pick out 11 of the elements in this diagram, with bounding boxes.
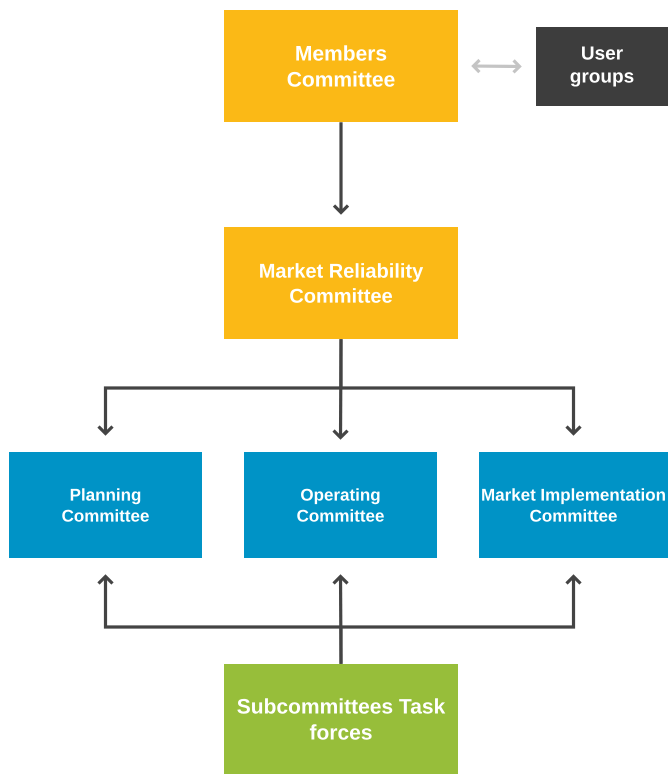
committee-box: Members Committee: [224, 10, 458, 122]
arrow: [339, 574, 582, 664]
committee-box: Planning Committee: [9, 452, 202, 558]
committee-box: Market Reliability Committee: [224, 227, 458, 339]
committee-box: Market Implementation Committee: [479, 452, 668, 558]
committee-box: Operating Committee: [244, 452, 437, 558]
arrow: [339, 339, 582, 436]
double-arrow: [471, 58, 522, 74]
arrow: [332, 122, 350, 215]
group-box: User groups: [536, 27, 668, 106]
task-force-box: Subcommittees Task forces: [224, 664, 458, 774]
